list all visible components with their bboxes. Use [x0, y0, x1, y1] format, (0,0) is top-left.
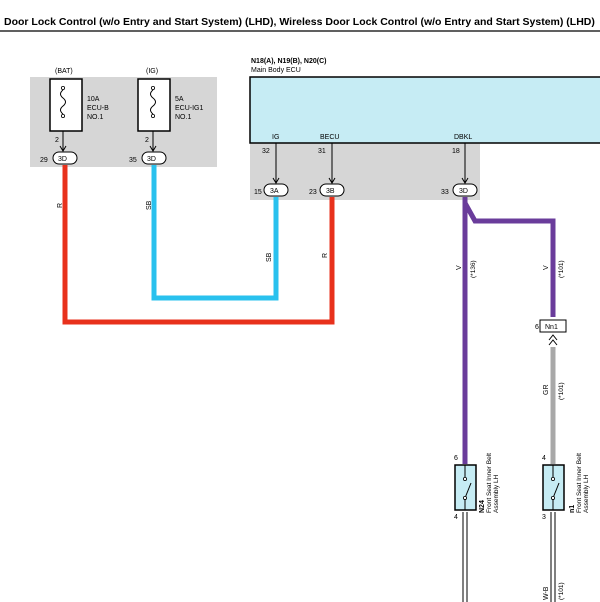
fuse2-pin: 2	[145, 137, 149, 144]
fuse2-source: (IG)	[146, 68, 158, 75]
wire-purple-b-label: V	[543, 265, 550, 270]
ecu-becu-arrow-icon	[328, 177, 336, 184]
fuse2-arrow-icon	[149, 145, 157, 152]
wire-bottom-right-note: (*101)	[558, 582, 565, 600]
fuse2-symbol-icon	[150, 89, 156, 115]
ecu-name: Main Body ECU	[251, 67, 301, 74]
ecu-terminal-ig-label: IG	[272, 134, 279, 141]
ecu-ig-arrow-icon	[272, 177, 280, 184]
junction-chevron-icon	[548, 334, 558, 346]
fuse2-conn: 3D	[147, 156, 156, 163]
fuse1-connector	[52, 151, 78, 165]
fuse1-name2: NO.1	[87, 114, 103, 121]
wire-blue-label-left: SB	[146, 200, 153, 210]
ecu-terminal-dbkl-label: DBKL	[454, 134, 472, 141]
switch-n24-contact-top	[462, 476, 467, 481]
wire-sky-blue	[151, 165, 279, 301]
switch-n24-top-pin: 6	[454, 455, 458, 462]
switch-n24-name2: Assembly LH	[493, 474, 500, 513]
fuse1-conn: 3D	[58, 156, 67, 163]
wire-red	[62, 165, 335, 325]
switch-n24-code: N24	[479, 500, 486, 513]
ecu-ig-connector	[263, 183, 289, 197]
ecu-terminal-becu-pin: 31	[318, 148, 326, 155]
fuse1-amp: 10A	[87, 96, 100, 103]
wire-bottom-right-label: W-B	[543, 586, 550, 600]
fuse1-pin: 2	[55, 137, 59, 144]
switch-n1-bottom-pin: 3	[542, 514, 546, 521]
ecu-codes: N18(A), N19(B), N20(C)	[251, 58, 326, 65]
switch-n24-bottom-pin: 4	[454, 514, 458, 521]
fuse2-conn-pin: 35	[129, 157, 137, 164]
diagram-title: Door Lock Control (w/o Entry and Start S…	[4, 16, 595, 28]
fuse1-terminal-top	[61, 86, 66, 91]
wire-red-label-left: R	[57, 203, 64, 208]
switch-n1-ground-wire	[550, 512, 556, 602]
ecu-dbkl-arrow-icon	[461, 177, 469, 184]
switch-n24-name1: Front Seat Inner Belt	[486, 453, 493, 513]
wire-blue-label-right: SB	[266, 252, 273, 262]
wire-purple-a-label: V	[456, 265, 463, 270]
ecu-dbkl-connector	[452, 183, 478, 197]
ecu-ig-conn-pin: 15	[254, 189, 262, 196]
ecu-dbkl-conn-pin: 33	[441, 189, 449, 196]
ecu-body	[249, 76, 600, 144]
switch-n1-code: n1	[569, 505, 576, 513]
fuse2-terminal-top	[150, 86, 155, 91]
fuse1-source: (BAT)	[55, 68, 73, 75]
ecu-dbkl-conn: 3D	[459, 188, 468, 195]
switch-n1-blade-icon	[552, 482, 560, 499]
wire-gray-label: GR	[543, 385, 550, 396]
fuse1-symbol-icon	[60, 89, 66, 115]
junction-label: Nn1	[545, 324, 558, 331]
fuse2-connector	[141, 151, 167, 165]
ecu-ig-conn: 3A	[270, 188, 279, 195]
switch-n1-name1: Front Seat Inner Belt	[576, 453, 583, 513]
fuse1-terminal-bottom	[61, 114, 66, 119]
ecu-becu-conn: 3B	[326, 188, 335, 195]
fuse1-arrow-icon	[59, 145, 67, 152]
switch-n1-name2: Assembly LH	[583, 474, 590, 513]
ecu-becu-connector	[319, 183, 345, 197]
switch-n1-top-pin: 4	[542, 455, 546, 462]
fuse1-conn-pin: 29	[40, 157, 48, 164]
wire-red-label-right: R	[322, 253, 329, 258]
switch-n24-blade-icon	[464, 482, 472, 499]
ecu-terminal-ig-pin: 32	[262, 148, 270, 155]
ecu-terminal-becu-label: BECU	[320, 134, 339, 141]
wire-purple-b	[462, 201, 556, 317]
fuse2-name1: ECU-IG1	[175, 105, 204, 112]
fuse1-box	[49, 78, 83, 132]
wire-purple-a-note: (*136)	[470, 260, 477, 278]
wire-gray-note: (*101)	[558, 382, 565, 400]
switch-n24-ground-wire	[462, 512, 468, 602]
ecu-terminal-dbkl-pin: 18	[452, 148, 460, 155]
wire-purple-b-note: (*101)	[558, 260, 565, 278]
junction-pin: 6	[535, 324, 539, 331]
junction-connector	[539, 319, 567, 333]
fuse2-amp: 5A	[175, 96, 184, 103]
switch-n1-contact-top	[551, 476, 556, 481]
fuse2-name2: NO.1	[175, 114, 191, 121]
fuse2-terminal-bottom	[150, 114, 155, 119]
fuse1-name1: ECU-B	[87, 105, 109, 112]
ecu-becu-conn-pin: 23	[309, 189, 317, 196]
